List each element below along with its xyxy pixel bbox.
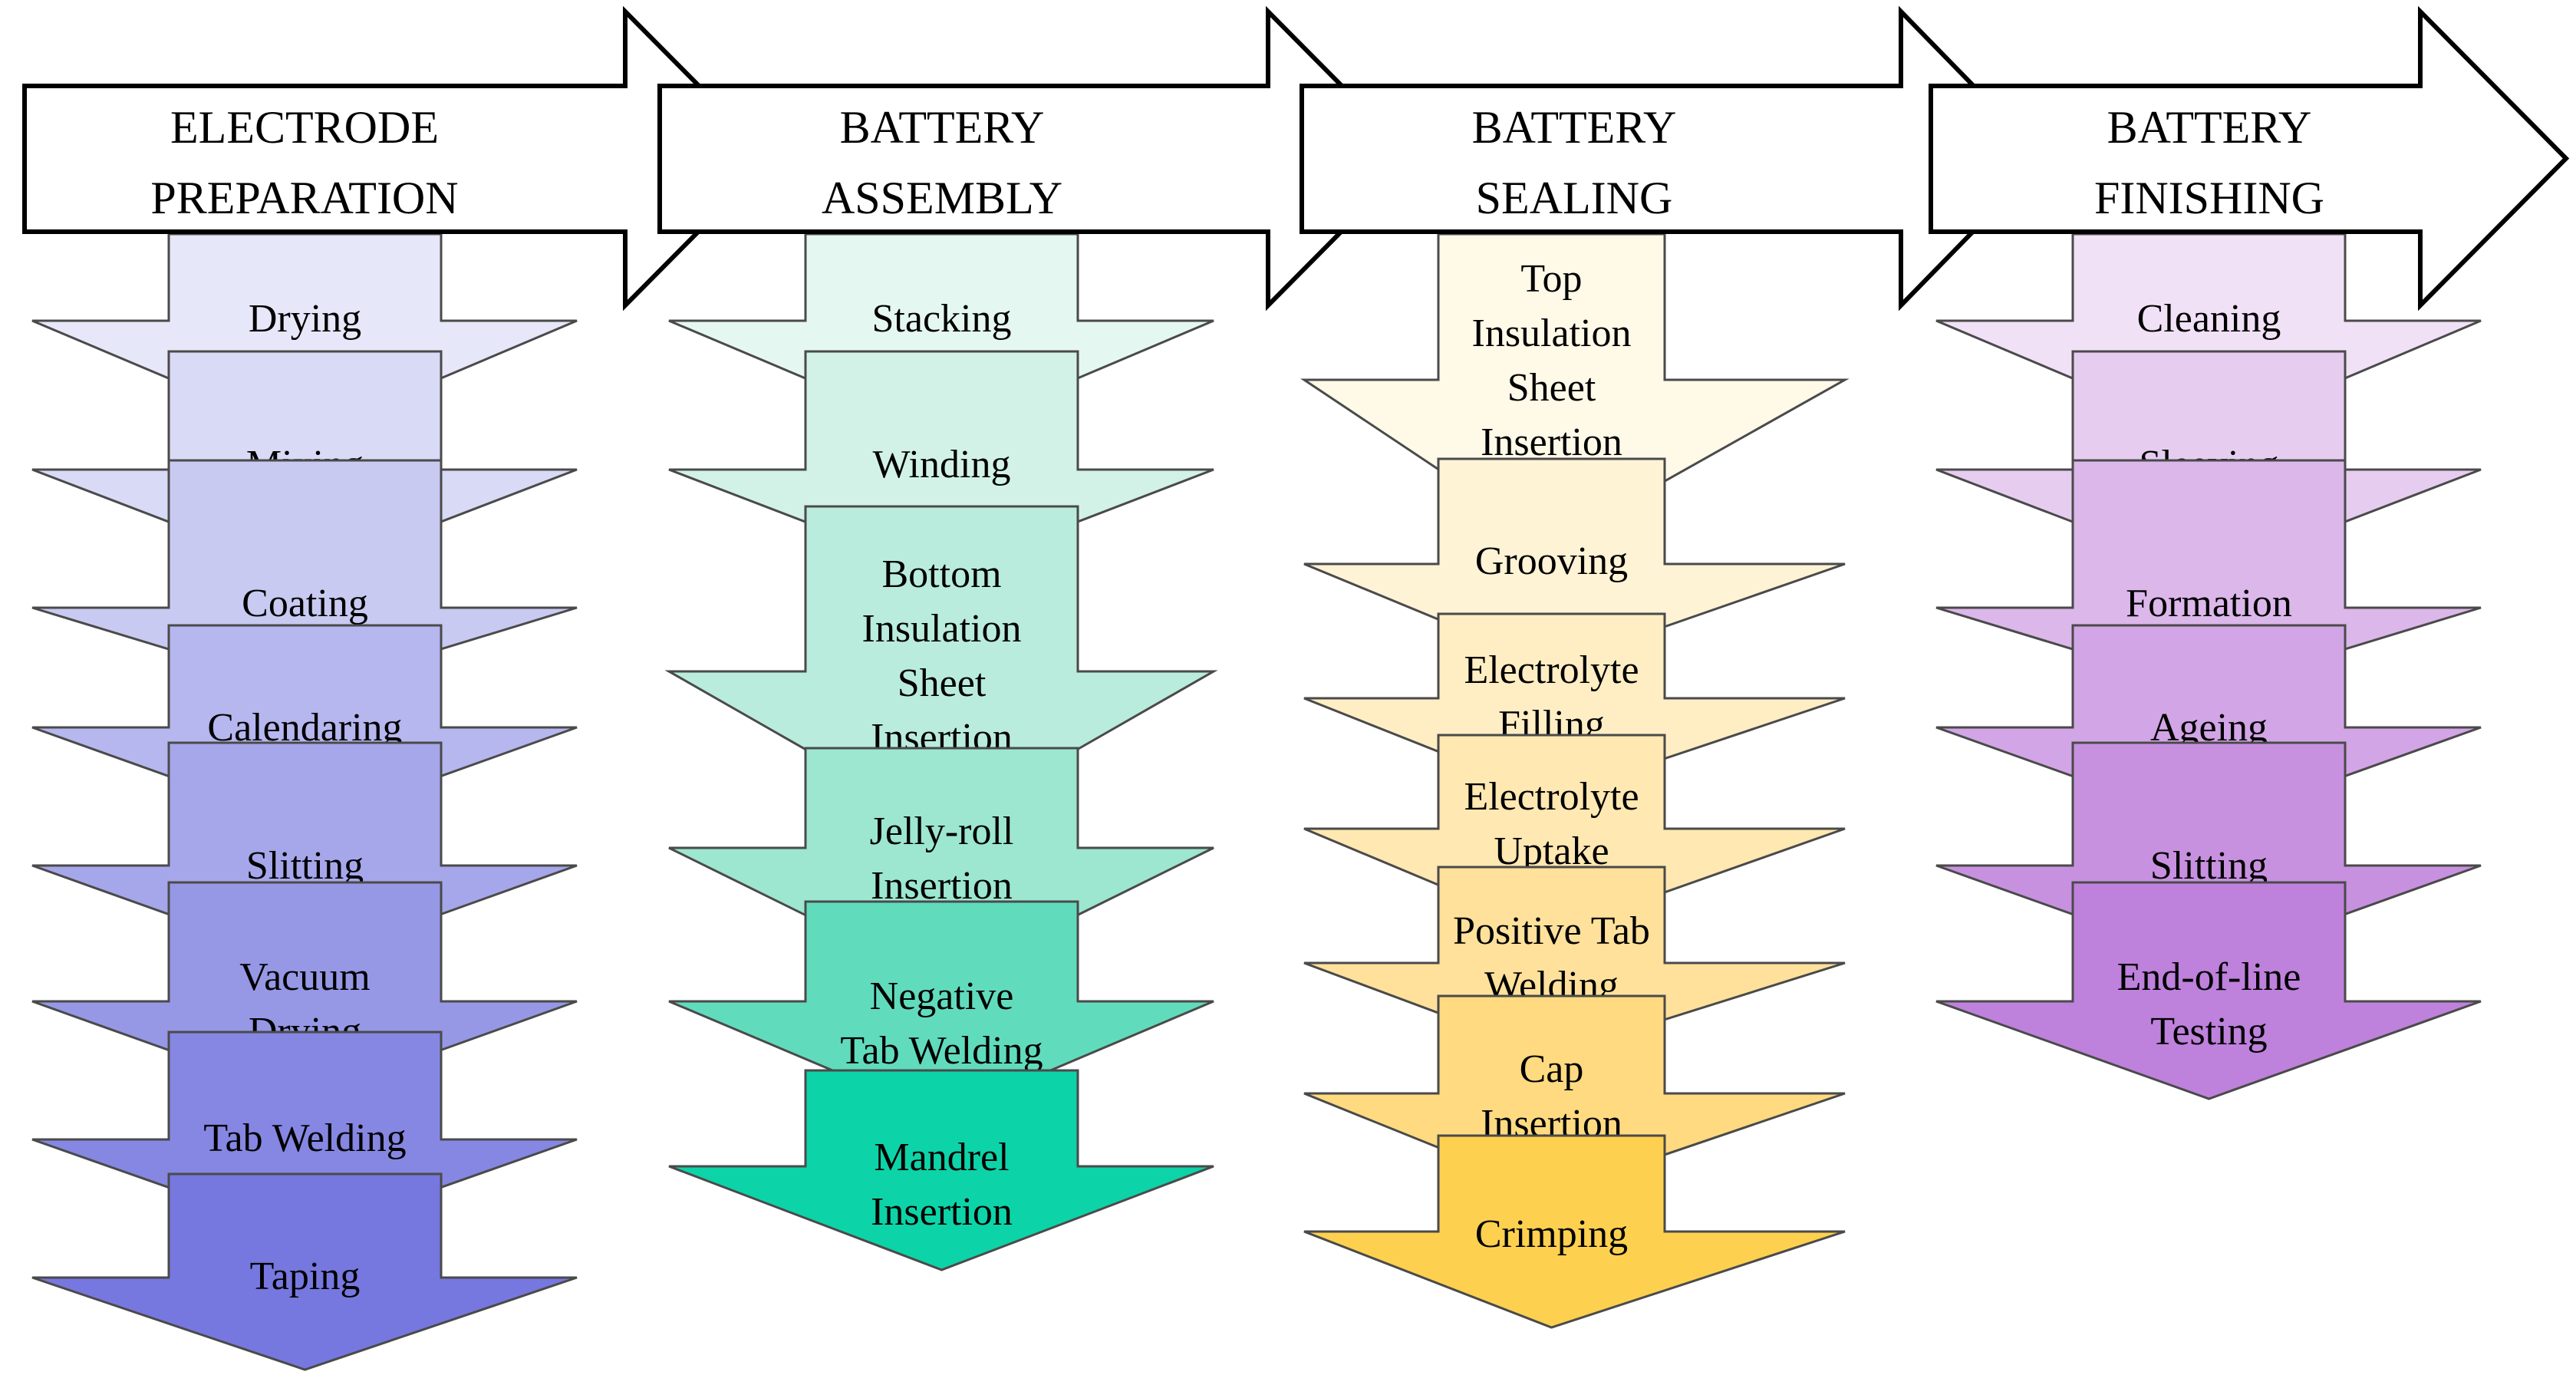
step-label: Formation (2126, 582, 2292, 625)
step-label-line: Slitting (2150, 844, 2268, 888)
step-arrows: DryingMixingCoatingCalendaringSlittingVa… (31, 232, 2482, 1371)
stage-arrow-shape (1929, 5, 2570, 312)
stage-title-line: PREPARATION (150, 173, 458, 223)
step-label-line: Taping (250, 1255, 361, 1298)
step-arrow-shape (668, 900, 1214, 1118)
step-label-line: Sheet (1507, 366, 1596, 410)
stage-title-line: BATTERY (840, 102, 1045, 153)
step-arrow-shape (1935, 881, 2482, 1100)
step-label-line: Sheet (898, 661, 987, 705)
step-label: Taping (250, 1255, 361, 1298)
step-label-line: Insulation (1472, 312, 1632, 355)
step-label-line: Coating (242, 582, 368, 625)
step-label-line: Formation (2126, 582, 2292, 625)
step-label-line: Drying (249, 297, 361, 341)
step-label-line: End-of-line (2117, 955, 2301, 999)
stage-arrow: BATTERY ASSEMBLY (657, 5, 1418, 312)
stage-title-line: BATTERY (1472, 102, 1677, 153)
step-label: Grooving (1475, 539, 1628, 583)
stage-title: BATTERY ASSEMBLY (822, 102, 1062, 223)
step-label-line: Bottom (881, 552, 1001, 596)
stage-arrow: BATTERY FINISHING (1929, 5, 2570, 312)
step-label-line: Testing (2150, 1010, 2267, 1054)
step-label: Slitting (246, 844, 364, 888)
step-label-line: Cleaning (2137, 297, 2281, 341)
stage-title-line: ASSEMBLY (822, 173, 1062, 223)
step-label-line: Winding (873, 443, 1011, 486)
step-label: Drying (249, 297, 361, 341)
step-label-line: Tab Welding (840, 1029, 1043, 1073)
step-label: Winding (873, 443, 1011, 486)
step-label-line: Cap (1520, 1047, 1584, 1091)
step-label: Stacking (872, 297, 1012, 341)
step-label: Slitting (2150, 844, 2268, 888)
step-label-line: Jelly-roll (870, 810, 1014, 853)
step-label-line: Stacking (872, 297, 1012, 341)
step-arrow-shape (31, 1172, 578, 1371)
step-arrow: Taping (31, 1172, 578, 1371)
stage-title-line: BATTERY (2107, 102, 2312, 153)
step-arrow-shape (1303, 1134, 1846, 1329)
step-label-line: Top (1520, 257, 1582, 301)
step-arrow: Crimping (1303, 1134, 1846, 1329)
step-label-line: Electrolyte (1464, 648, 1639, 692)
step-label-line: Insulation (862, 607, 1022, 651)
step-label-line: Slitting (246, 844, 364, 888)
step-arrow: Stacking (668, 232, 1214, 437)
stage-title-line: ELECTRODE (170, 102, 439, 153)
stage-title: BATTERY FINISHING (2094, 102, 2324, 223)
stage-title: ELECTRODE PREPARATION (150, 102, 458, 223)
step-label-line: Tab Welding (203, 1116, 406, 1160)
step-label: Coating (242, 582, 368, 625)
step-label-line: Crimping (1475, 1212, 1628, 1256)
step-label-line: Positive Tab (1453, 909, 1650, 953)
step-label-line: Grooving (1475, 539, 1628, 583)
step-label-line: Negative (870, 974, 1014, 1018)
step-label: Cleaning (2137, 297, 2281, 341)
step-label-line: Mandrel (874, 1136, 1009, 1179)
step-label-line: Vacuum (239, 955, 370, 999)
step-arrow-shape (668, 1069, 1214, 1271)
stage-title: BATTERY SEALING (1472, 102, 1677, 223)
step-label: Crimping (1475, 1212, 1628, 1256)
step-label: Tab Welding (203, 1116, 406, 1160)
stage-title-line: SEALING (1476, 173, 1673, 223)
step-label-line: Insertion (1481, 420, 1622, 464)
stage-title-line: FINISHING (2094, 173, 2324, 223)
step-label-line: Insertion (871, 1190, 1013, 1234)
step-label-line: Electrolyte (1464, 775, 1639, 819)
